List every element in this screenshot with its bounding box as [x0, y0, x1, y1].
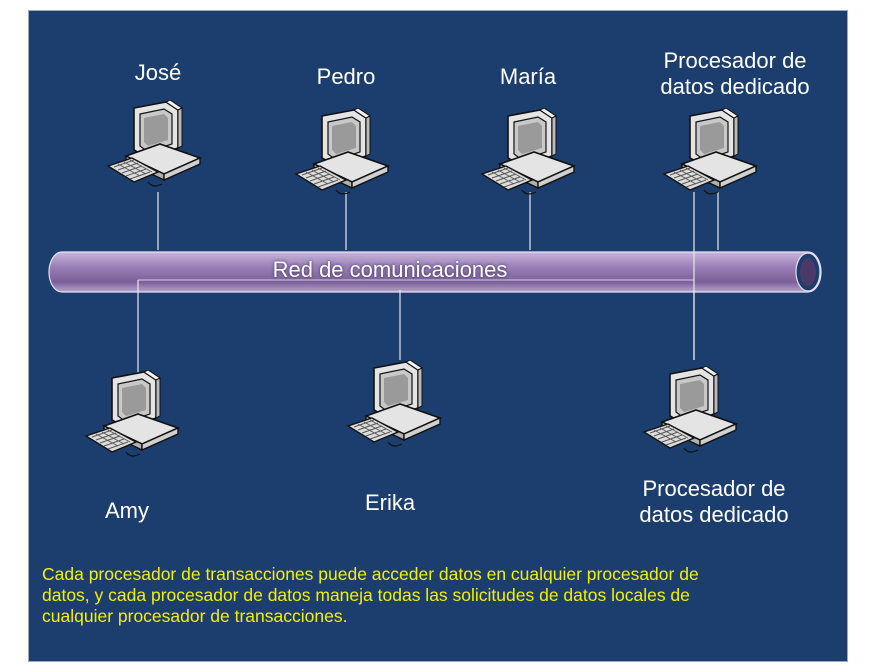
node-label-maria: María: [499, 64, 557, 89]
desktop-computer-icon: [640, 366, 750, 456]
desktop-computer-icon: [344, 360, 454, 450]
desktop-computer-icon: [104, 100, 214, 190]
desktop-computer-icon: [478, 108, 588, 198]
node-label-jose: José: [134, 60, 182, 85]
node-label-pedro: Pedro: [316, 64, 376, 89]
desktop-computer-icon: [660, 108, 770, 198]
bus-label: Red de comunicaciones: [272, 257, 508, 282]
communications-bus: [48, 251, 822, 293]
node-label-procesador-top: Procesador de datos dedicado: [660, 48, 810, 99]
node-label-erika: Erika: [364, 490, 416, 515]
diagram-caption: Cada procesador de transacciones puede a…: [42, 564, 699, 626]
desktop-computer-icon: [82, 370, 192, 460]
desktop-computer-icon: [292, 108, 402, 198]
node-label-procesador-bottom: Procesador de datos dedicado: [639, 476, 789, 527]
node-label-amy: Amy: [105, 498, 149, 523]
